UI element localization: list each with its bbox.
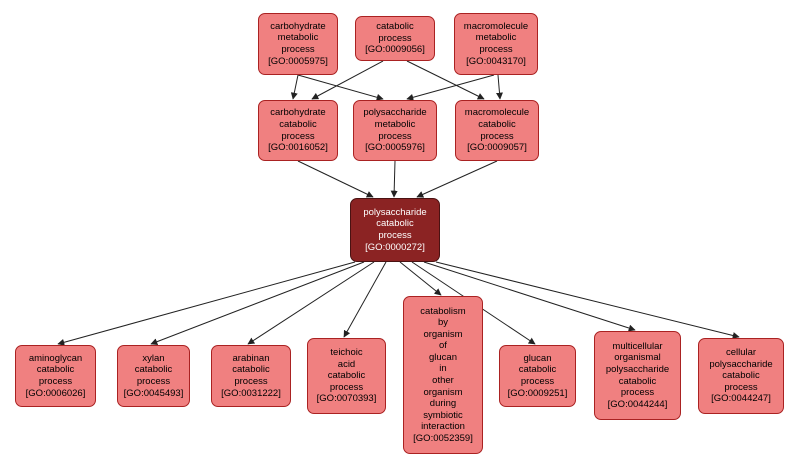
go-term-id: [GO:0009251]: [507, 387, 568, 399]
edge-GO:0043170-GO:0005976: [406, 74, 495, 101]
edge-GO:0000272-GO:0031222: [247, 261, 375, 345]
node-go-0044244[interactable]: multicellular organismal polysaccharide …: [594, 331, 681, 420]
go-term-id: [GO:0043170]: [466, 55, 526, 67]
go-term-name: macromolecule metabolic process: [463, 20, 529, 55]
edge-GO:0043170-GO:0009057: [495, 74, 503, 100]
go-term-name: polysaccharide catabolic process: [363, 206, 427, 241]
go-term-name: polysaccharide metabolic process: [363, 107, 427, 142]
edge-GO:0000272-GO:0070393: [343, 261, 387, 338]
node-go-0043170[interactable]: macromolecule metabolic process [GO:0043…: [454, 13, 538, 75]
node-go-0031222[interactable]: arabinan catabolic process [GO:0031222]: [211, 345, 291, 407]
edge-GO:0009056-GO:0016052: [311, 60, 384, 100]
go-term-name: catabolism by organism of glucan in othe…: [420, 305, 466, 433]
go-term-id: [GO:0000272]: [365, 241, 425, 253]
go-term-id: [GO:0005975]: [268, 55, 328, 67]
go-term-id: [GO:0044247]: [711, 393, 771, 405]
go-term-id: [GO:0006026]: [25, 387, 86, 399]
go-term-name: glucan catabolic process: [518, 352, 557, 387]
go-term-id: [GO:0044244]: [607, 398, 668, 410]
edge-GO:0000272-GO:0006026: [57, 261, 356, 346]
node-go-0000272-selected[interactable]: polysaccharide catabolic process [GO:000…: [350, 198, 440, 262]
edge-GO:0005976-GO:0000272: [390, 160, 398, 198]
go-term-name: multicellular organismal polysaccharide …: [605, 340, 670, 399]
go-term-id: [GO:0005976]: [365, 142, 425, 154]
edge-GO:0000272-GO:0044247: [435, 261, 740, 339]
go-term-id: [GO:0009057]: [467, 142, 527, 154]
go-term-name: arabinan catabolic process: [232, 352, 270, 387]
node-go-0052359[interactable]: catabolism by organism of glucan in othe…: [403, 296, 483, 454]
edge-GO:0000272-GO:0052359: [399, 261, 442, 296]
go-term-id: [GO:0070393]: [316, 393, 377, 405]
go-term-id: [GO:0052359]: [413, 432, 473, 444]
go-term-id: [GO:0045493]: [123, 387, 184, 399]
node-go-0009057[interactable]: macromolecule catabolic process [GO:0009…: [455, 100, 539, 161]
go-term-id: [GO:0031222]: [221, 387, 281, 399]
go-term-name: macromolecule catabolic process: [464, 107, 530, 142]
edge-GO:0009057-GO:0000272: [416, 160, 498, 198]
go-term-id: [GO:0016052]: [268, 142, 328, 154]
go-term-name: teichoic acid catabolic process: [327, 347, 366, 393]
node-go-0045493[interactable]: xylan catabolic process [GO:0045493]: [117, 345, 190, 407]
node-go-0070393[interactable]: teichoic acid catabolic process [GO:0070…: [307, 338, 386, 414]
go-term-name: carbohydrate catabolic process: [270, 107, 326, 142]
edge-GO:0005975-GO:0016052: [290, 74, 299, 100]
node-go-0009056[interactable]: catabolic process [GO:0009056]: [355, 16, 435, 61]
node-go-0005976[interactable]: polysaccharide metabolic process [GO:000…: [353, 100, 437, 161]
go-term-name: cellular polysaccharide catabolic proces…: [709, 347, 773, 393]
node-go-0006026[interactable]: aminoglycan catabolic process [GO:000602…: [15, 345, 96, 407]
edge-GO:0000272-GO:0045493: [150, 261, 365, 346]
edge-GO:0016052-GO:0000272: [297, 160, 374, 198]
go-term-name: carbohydrate metabolic process: [270, 20, 326, 55]
go-term-id: [GO:0009056]: [365, 44, 425, 56]
go-term-name: xylan catabolic process: [134, 352, 173, 387]
edge-GO:0005975-GO:0005976: [297, 74, 384, 101]
edge-GO:0000272-GO:0044244: [423, 261, 636, 332]
edge-GO:0009056-GO:0009057: [406, 60, 485, 100]
go-term-name: aminoglycan catabolic process: [28, 352, 83, 387]
go-term-name: catabolic process: [376, 21, 414, 44]
node-go-0009251[interactable]: glucan catabolic process [GO:0009251]: [499, 345, 576, 407]
node-go-0016052[interactable]: carbohydrate catabolic process [GO:00160…: [258, 100, 338, 161]
node-go-0005975[interactable]: carbohydrate metabolic process [GO:00059…: [258, 13, 338, 75]
node-go-0044247[interactable]: cellular polysaccharide catabolic proces…: [698, 338, 784, 414]
